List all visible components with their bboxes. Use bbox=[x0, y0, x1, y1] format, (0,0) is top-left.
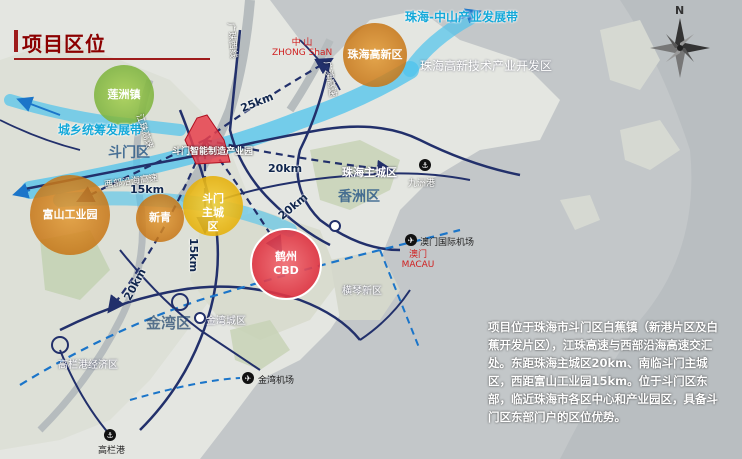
circle-label-hezhou: 鹤州CBD bbox=[273, 250, 299, 277]
label-gaolan-econ: 高栏港经济区 bbox=[58, 360, 118, 371]
label-jinwan-airport: 金湾机场 bbox=[258, 376, 295, 386]
highway-mid bbox=[119, 249, 261, 371]
label-zhongshan-en: ZHONG ShaN bbox=[272, 48, 333, 58]
circle-gaoxin bbox=[343, 23, 407, 87]
river-ne bbox=[286, 38, 334, 113]
circle-fushan bbox=[30, 175, 110, 255]
band-zh-zs bbox=[21, 61, 419, 199]
plane-icon-jinwan: ✈ bbox=[242, 372, 254, 384]
distance-label-4: 15km bbox=[130, 183, 165, 196]
band-arrow-west bbox=[12, 183, 31, 199]
district-doumen: 斗门区 bbox=[108, 145, 150, 161]
node-hengqin bbox=[329, 220, 341, 232]
label-macau-cn: 澳门 bbox=[408, 250, 427, 260]
island-se bbox=[560, 195, 600, 230]
label-jinwan-city: 金湾城区 bbox=[206, 316, 246, 327]
anchor-icon-gaolan: ⚓ bbox=[104, 429, 116, 441]
project-site bbox=[184, 114, 231, 165]
green-zone-3 bbox=[230, 320, 290, 370]
circle-doumen-main bbox=[183, 176, 243, 236]
compass-north-label: N bbox=[675, 4, 685, 17]
circle-label-doumen-main: 斗门主城区 bbox=[202, 192, 224, 233]
compass bbox=[650, 18, 710, 78]
open-sea bbox=[560, 0, 742, 459]
label-gaoxin-dev: 珠海高新技术产业开发区 bbox=[420, 59, 553, 73]
distance-label-2: 20km bbox=[268, 162, 303, 175]
node-jinwan-city bbox=[194, 312, 206, 324]
rail-airport bbox=[129, 377, 241, 401]
svg-text:✈: ✈ bbox=[408, 236, 415, 245]
island-ne bbox=[600, 20, 660, 90]
rail-hengqin bbox=[379, 249, 421, 351]
title-mark bbox=[14, 30, 18, 52]
label-zhuhai-main: 珠海主城区 bbox=[342, 166, 397, 179]
island-e bbox=[620, 120, 680, 170]
highway-guangao bbox=[296, 59, 401, 252]
distance-label-5: 15km bbox=[187, 238, 200, 273]
band-arrow-nw bbox=[16, 96, 61, 116]
label-hengqin: 横琴新区 bbox=[342, 286, 382, 297]
circle-label-fushan: 富山工业园 bbox=[42, 208, 98, 221]
circle-label-gaoxin: 珠海高新区 bbox=[347, 48, 403, 61]
label-jiuzhou-port: 九洲港 bbox=[408, 179, 436, 189]
plane-icon-macau: ✈ bbox=[405, 234, 417, 246]
label-macau: 澳门 MACAU bbox=[400, 250, 436, 270]
highway-hengqin bbox=[359, 289, 411, 341]
district-jinwan: 金湾区 bbox=[146, 314, 192, 332]
label-macau-airport: 澳门国际机场 bbox=[420, 238, 475, 248]
circle-hezhou bbox=[250, 228, 322, 300]
river-west bbox=[37, 78, 154, 433]
svg-text:⚓: ⚓ bbox=[421, 161, 428, 170]
highway-west-north bbox=[0, 119, 81, 151]
label-gaolan-port: 高栏港 bbox=[98, 446, 126, 456]
label-zhongshan: 中 山 ZHONG ShaN bbox=[272, 38, 332, 58]
svg-text:✈: ✈ bbox=[245, 374, 252, 383]
label-project-site: 斗门智能制造产业园 bbox=[172, 147, 254, 157]
band-arrow-ne bbox=[449, 8, 482, 24]
highway-xibu bbox=[19, 125, 521, 192]
description-text: 项目位于珠海市斗门区白蕉镇（新港片区及白蕉开发片区），江珠高速与西部沿海高速交汇… bbox=[488, 320, 718, 424]
circle-label-lianzhou: 莲洲镇 bbox=[107, 88, 141, 101]
band-label-urban-rural: 城乡统筹发展带 bbox=[58, 123, 143, 137]
highway-gaolan bbox=[59, 349, 111, 436]
title-underline bbox=[14, 58, 210, 60]
page-title: 项目区位 bbox=[22, 32, 106, 56]
band-label-zh-zs: 珠海-中山产业发展带 bbox=[405, 10, 518, 24]
band-zh-zs-ext bbox=[403, 11, 477, 77]
circle-xinqing bbox=[136, 194, 184, 242]
label-macau-en: MACAU bbox=[401, 260, 435, 270]
interchange-jinwan bbox=[171, 293, 189, 311]
highway-guangzhu-xi bbox=[228, 29, 331, 247]
river-north bbox=[175, 0, 255, 203]
svg-text:⚓: ⚓ bbox=[106, 431, 113, 440]
label-zhongshan-cn: 中 山 bbox=[291, 38, 313, 48]
interchange-gaolan bbox=[51, 336, 69, 354]
rail-coastal bbox=[19, 228, 461, 386]
circle-label-xinqing: 新青 bbox=[149, 211, 171, 224]
highway-east bbox=[219, 172, 471, 201]
circle-lianzhou bbox=[94, 65, 154, 125]
hengqin-land bbox=[330, 250, 400, 320]
district-xiangzhou: 香洲区 bbox=[338, 189, 380, 205]
anchor-icon-jiuzhou: ⚓ bbox=[419, 159, 431, 171]
